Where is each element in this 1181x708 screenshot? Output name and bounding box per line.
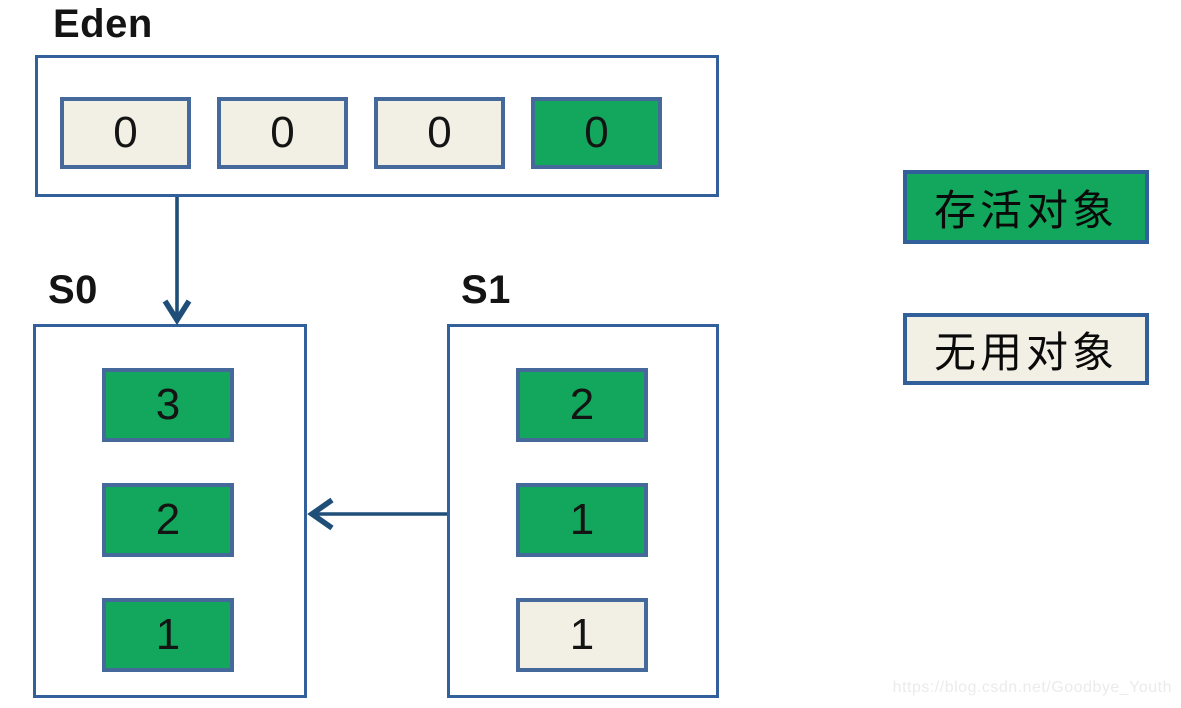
eden-cell: 0	[374, 97, 505, 169]
s0-container: 3 2 1	[33, 324, 307, 698]
s0-label: S0	[48, 268, 98, 312]
s0-cell: 2	[102, 483, 234, 557]
eden-to-s0-arrow	[162, 197, 192, 326]
s0-cell: 1	[102, 598, 234, 672]
eden-container: 0 0 0 0	[35, 55, 719, 197]
legend-live-object: 存活对象	[903, 170, 1149, 244]
s1-container: 2 1 1	[447, 324, 719, 698]
legend-dead-object: 无用对象	[903, 313, 1149, 385]
eden-cell: 0	[60, 97, 191, 169]
watermark-url: https://blog.csdn.net/Goodbye_Youth	[892, 679, 1172, 696]
s1-to-s0-arrow	[307, 497, 447, 531]
s0-cell: 3	[102, 368, 234, 442]
s1-cell: 1	[516, 598, 648, 672]
s1-cell: 1	[516, 483, 648, 557]
s1-cell: 2	[516, 368, 648, 442]
eden-cell: 0	[217, 97, 348, 169]
eden-cell: 0	[531, 97, 662, 169]
eden-label: Eden	[53, 2, 153, 46]
s1-label: S1	[461, 268, 511, 312]
